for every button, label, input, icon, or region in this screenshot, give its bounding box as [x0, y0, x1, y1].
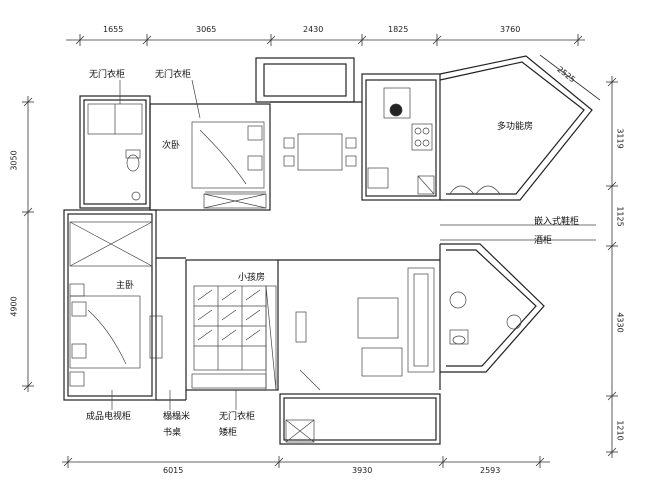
right-dimension-line	[606, 76, 618, 458]
room-secondary-bedroom: 次卧	[162, 141, 181, 151]
room-multi-function: 多功能房	[497, 122, 534, 132]
walls	[63, 55, 593, 445]
dim-bottom-1: 6015	[163, 466, 184, 475]
label-doorless-wardrobe-3: 无门衣柜	[219, 412, 256, 422]
dim-right-1: 3119	[615, 128, 625, 149]
dim-bottom-3: 2593	[480, 466, 501, 475]
dim-left-2: 4900	[9, 296, 19, 317]
label-doorless-wardrobe-2: 无门衣柜	[155, 70, 192, 80]
bottom-dimension-line	[62, 456, 550, 468]
dim-bottom-2: 3930	[352, 466, 373, 475]
dim-left-1: 3050	[9, 150, 19, 171]
dim-right-2: 1125	[615, 206, 625, 227]
left-dimension-line	[22, 96, 34, 392]
dim-top-5: 3760	[500, 25, 521, 34]
furniture	[69, 79, 596, 443]
dim-top-4: 1825	[388, 25, 409, 34]
dim-top-3: 2430	[303, 25, 324, 34]
label-doorless-wardrobe-1: 无门衣柜	[89, 70, 126, 80]
label-low-cabinet: 矮柜	[219, 428, 238, 438]
label-tatami: 榻榻米	[163, 412, 191, 422]
room-kids-room: 小孩房	[238, 273, 266, 283]
label-embedded-shoe-cabinet: 嵌入式鞋柜	[534, 217, 580, 227]
label-tv-cabinet: 成品电视柜	[86, 412, 132, 422]
top-dimension-line	[66, 34, 585, 46]
label-wine-cabinet: 酒柜	[534, 236, 553, 246]
room-master-bedroom: 主卧	[116, 281, 135, 291]
diagonal-dimension-line	[539, 54, 601, 101]
label-desk: 书桌	[163, 428, 182, 438]
dim-top-1: 1655	[103, 25, 124, 34]
dim-top-2: 3065	[196, 25, 217, 34]
dim-right-4: 1210	[615, 420, 625, 441]
dim-right-3: 4330	[615, 312, 625, 333]
